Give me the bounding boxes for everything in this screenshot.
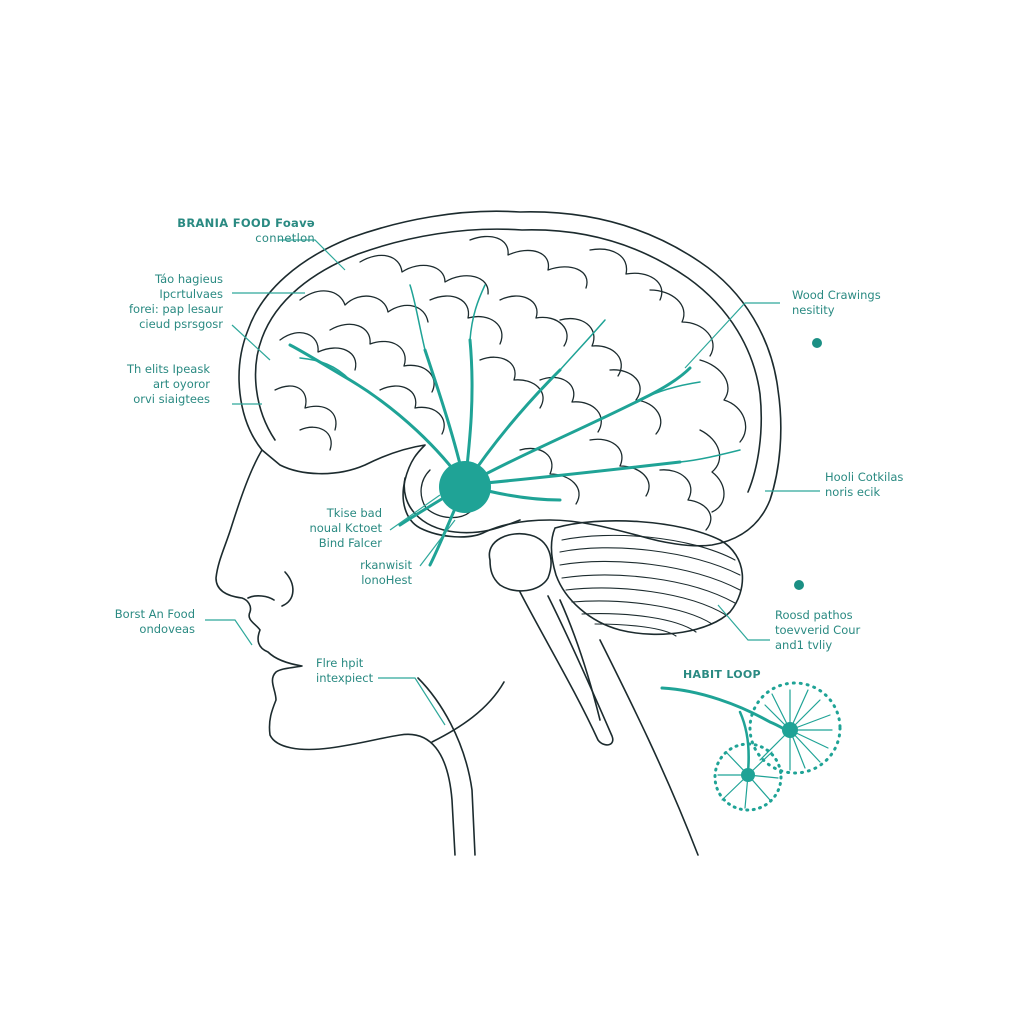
label-line: Bind Falcer [318,536,382,550]
cerebellum-folia [559,534,741,637]
leader-lines [205,239,820,726]
label-upper-right: Wood Crawings nesitity [792,288,881,318]
label-line: connetlon [255,231,315,245]
neck-right [599,639,699,856]
label-line: BRANIA FOOD Foavə [177,216,315,230]
label-mouth: Flre hpit intexpiect [316,656,373,686]
nostril [281,571,294,607]
label-line: toevverid Cour [775,623,861,637]
label-line: Flre hpit [316,656,364,670]
label-line: Th elits Ipeask [126,362,210,376]
label-line: Borst An Food [114,607,195,621]
marker-dot-lower-right [794,580,804,590]
label-line: Roosd pathos [775,608,853,622]
label-line: lonoHest [361,573,412,587]
label-line: forei: pap lesaur [129,302,223,316]
label-lower-right: Roosd pathos toevverid Cour and1 tvliy [775,608,860,653]
label-line: Hooli Cotkilas [825,470,904,484]
label-line: cieud psrsgosr [139,317,223,331]
label-mid-right: Hooli Cotkilas noris ecik [825,470,903,500]
label-brain-food-connection: BRANIA FOOD Foavə connetlon [150,216,315,246]
brain-inner-outline [254,228,763,493]
brain-gyri [274,235,747,531]
label-line: orvi siaigtees [133,392,210,406]
label-line: Ipcrtulvaes [159,287,223,301]
label-line: ondoveas [139,622,195,636]
label-center-left: Tkise bad noual Kctoet Bind Falcer [290,506,382,551]
label-line: Tkise bad [326,506,382,520]
label-lower-left: Borst An Food ondoveas [80,607,195,637]
neck-back [417,677,476,856]
label-line: intexpiect [316,671,374,685]
label-upper-left: Táo hagieus Ipcrtulvaes forei: pap lesau… [100,272,223,332]
face-profile [215,449,456,856]
marker-dot-upper-right [812,338,822,348]
label-line: Táo hagieus [154,272,223,286]
jaw-line [431,681,505,743]
limbic-curve [403,477,521,534]
neural-hub [288,284,741,567]
thalamus [488,533,552,592]
label-center-low: rkanwisit lonoHest [330,558,412,588]
brainstem-right [559,599,601,721]
label-line: Wood Crawings [792,288,881,302]
label-line: art oyoror [152,377,210,391]
habit-loop-neurons [660,681,842,812]
label-line: noual Kctoet [309,521,382,535]
nose-base [247,595,275,601]
label-line: and1 tvliy [775,638,833,652]
label-line: rkanwisit [360,558,412,572]
habit-loop-title: HABIT LOOP [683,668,761,681]
label-line: nesitity [792,303,835,317]
brain-outline [238,210,782,547]
brainstem-left [519,591,614,746]
label-line: noris ecik [825,485,881,499]
label-mid-left: Th elits Ipeask art oyoror orvi siaigtee… [100,362,210,407]
